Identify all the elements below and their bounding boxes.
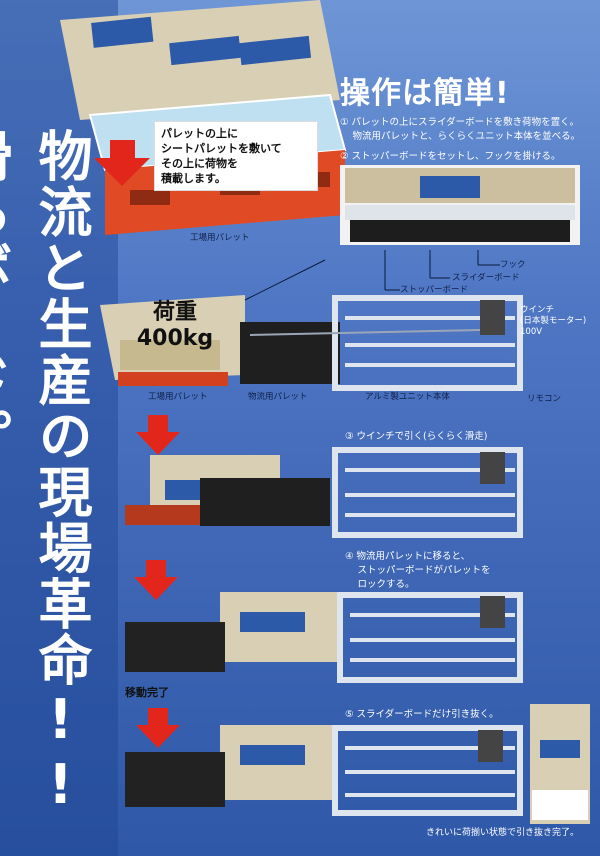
arrow-down-icon xyxy=(136,708,180,748)
label-remote: リモコン xyxy=(527,394,562,404)
scene-4 xyxy=(125,725,523,816)
step-4: ④ 物流用パレットに移ると、 ストッパーボードがパレットを ロックする。 xyxy=(345,551,491,590)
weight-badge: 荷重 400kg xyxy=(136,300,214,351)
step-3: ③ ウインチで引く(らくらく滑走) xyxy=(345,431,488,442)
label-factory-pallet-top: 工場用パレット xyxy=(190,233,250,243)
steps-title: 操作は簡単! xyxy=(340,76,510,111)
move-complete-label: 移動完了 xyxy=(125,686,169,699)
label-hook: フック xyxy=(500,260,526,270)
slogan: 物流と生産の現場革命!! 滑るボード。 xyxy=(0,128,92,818)
label-winch: ウインチ (日本製モーター) 100V xyxy=(520,305,587,337)
scene-3 xyxy=(125,592,523,683)
arrow-down-icon xyxy=(94,140,150,186)
bottom-note: きれいに荷揃い状態で引き抜き完了。 xyxy=(426,828,580,838)
label-logistics-pallet: 物流用パレット xyxy=(248,392,308,402)
label-slider-board: スライダーボード xyxy=(452,273,520,283)
step-1: ① パレットの上にスライダーボードを敷き荷物を置く。 物流用パレットと、らくらく… xyxy=(340,117,581,142)
step-5: ⑤ スライダーボードだけ引き抜く。 xyxy=(345,709,499,720)
scene-2 xyxy=(125,447,523,538)
scene-1 xyxy=(100,259,523,391)
arrow-down-icon xyxy=(136,415,180,455)
label-factory-pallet: 工場用パレット xyxy=(148,392,208,402)
label-stopper-board: ストッパーボード xyxy=(400,285,469,295)
top-load-illustration xyxy=(60,0,347,235)
arrow-down-icon xyxy=(134,560,178,600)
label-aluminum-unit: アルミ製ユニット本体 xyxy=(365,392,450,402)
callout: パレットの上に シートパレットを敷いて その上に荷物を 積載します。 xyxy=(155,122,317,190)
step-2: ② ストッパーボードをセットし、フックを掛ける。 xyxy=(340,151,561,162)
